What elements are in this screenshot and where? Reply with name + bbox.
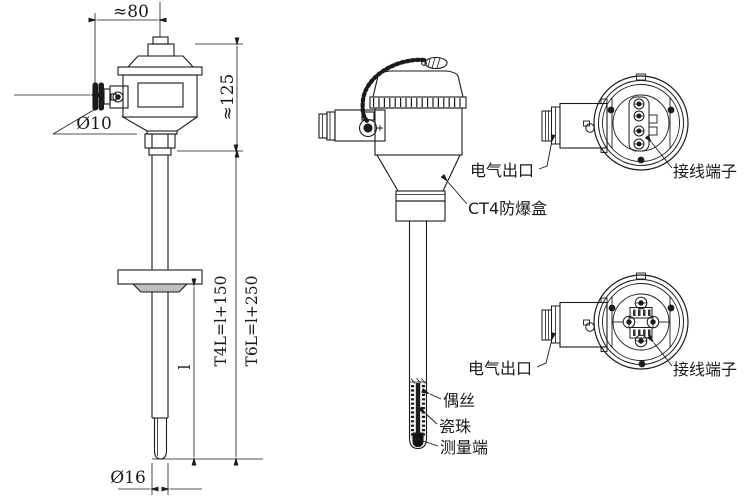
nameplate (137, 82, 184, 108)
head-outline (117, 36, 203, 156)
label-measuring-end: 测量端 (440, 438, 488, 457)
label-couple-wire: 偶丝 (443, 391, 475, 410)
label-terminals-upper: 接线端子 (673, 162, 737, 181)
measuring-tip (412, 432, 424, 448)
terminal-block (612, 296, 670, 348)
thermocouple-wire-core (415, 383, 421, 436)
dim-length-t4: T4L=l+150 (212, 275, 230, 366)
screw-cap (424, 56, 448, 70)
outlet-fitting-upper (541, 98, 608, 153)
label-explosion-proof-box: CT4防爆盒 (468, 199, 547, 218)
dim-insertion-length: l (176, 364, 194, 369)
cap-and-chain (360, 56, 464, 124)
label-terminals-lower: 接线端子 (673, 360, 737, 379)
outlet-fitting-lower (541, 297, 608, 352)
label-electrical-outlet-lower: 电气出口 (468, 359, 532, 378)
assembly-view: 电气出口 CT4防爆盒 偶丝 瓷珠 测量端 (318, 56, 556, 457)
outlet-leader-lower (536, 332, 556, 368)
dim-probe-diameter: Ø16 (110, 468, 146, 488)
head-body (374, 107, 463, 156)
dimension-lines (14, 17, 240, 492)
conduit-entry (318, 109, 386, 142)
terminal-screws (633, 98, 645, 150)
dim-width-top: ≈80 (113, 2, 149, 22)
probe-outline (117, 155, 203, 460)
terminal-strip (628, 96, 658, 152)
label-electrical-outlet-upper: 电气出口 (470, 161, 534, 180)
terminal-view-upper: 接线端子 (541, 73, 737, 181)
label-ceramic-beads: 瓷珠 (439, 417, 471, 436)
dim-fitting-diameter: Ø10 (76, 114, 112, 134)
dim-length-t6: T6L=l+250 (243, 275, 261, 366)
cap-chain (360, 57, 427, 124)
terminals-leader-lower (646, 334, 673, 367)
terminal-view-lower: 电气出口 接线端子 (468, 272, 737, 379)
ribbed-collar (369, 96, 467, 109)
assembly-leaders (414, 134, 556, 447)
terminals-leader-upper (644, 134, 673, 169)
dimensioned-side-view: ≈80 ≈125 Ø10 l T4L=l+150 T6L=l+250 Ø16 (14, 2, 263, 495)
dim-head-height: ≈125 (218, 74, 238, 121)
